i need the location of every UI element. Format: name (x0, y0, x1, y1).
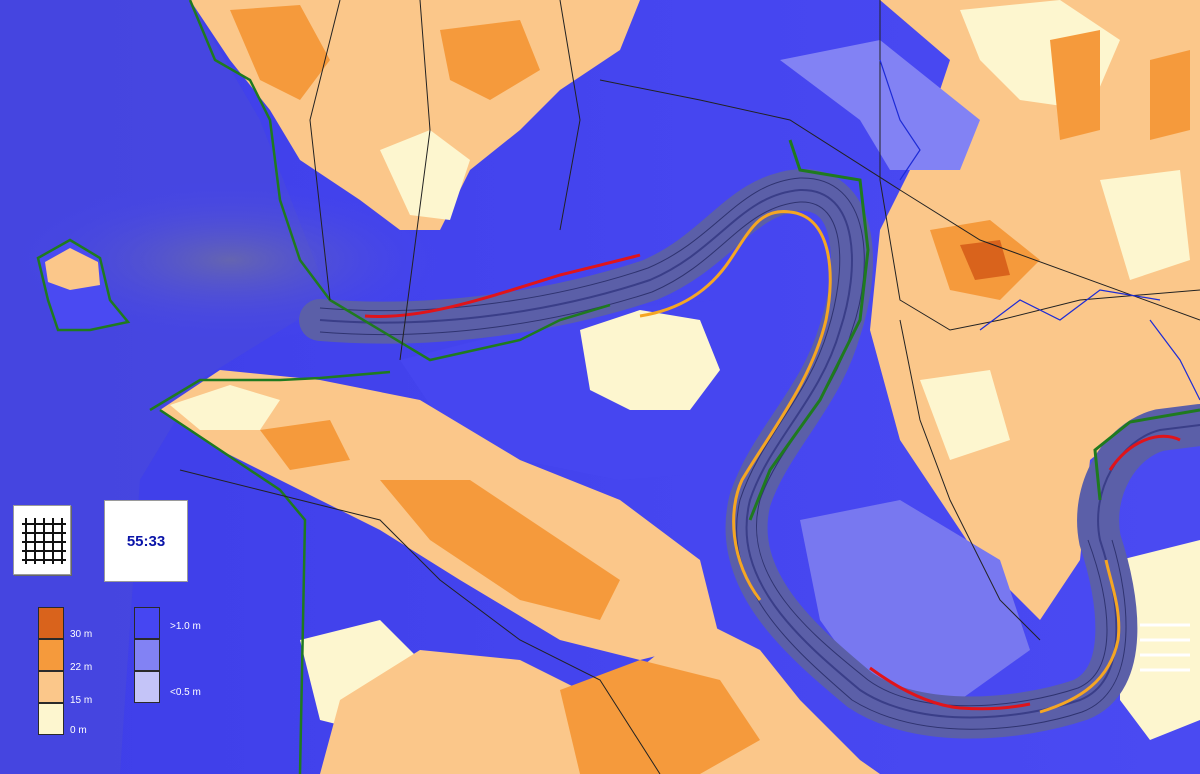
levee-green-east (748, 139, 1200, 521)
legend-label-22m: 22 m (70, 662, 93, 673)
legend-label-0m: 0 m (70, 725, 87, 736)
dry-island-center (580, 310, 720, 410)
timer-value: 55:33 (126, 532, 166, 550)
levee-north-red (364, 253, 641, 318)
legend-label-depth-low: <0.5 m (170, 687, 201, 698)
road-network (179, 0, 1200, 774)
island-west-land (45, 248, 100, 290)
legend-swatch-depth-high (134, 607, 160, 639)
legend-swatch-15m (38, 671, 64, 703)
levee-south-orange (1039, 559, 1121, 714)
land-northwest-high (230, 5, 540, 100)
land-northeast-high (930, 30, 1190, 300)
levee-orange-inner (639, 210, 832, 601)
levee-south-red (869, 666, 1031, 711)
grid-toggle-button[interactable] (13, 505, 71, 575)
legend-label-15m: 15 m (70, 695, 93, 706)
legend-swatch-30m (38, 607, 64, 639)
legend-swatch-depth-low (134, 671, 160, 703)
land-northeast-low (920, 0, 1190, 460)
land-southwest-high (260, 420, 620, 620)
legend-swatch-0m (38, 703, 64, 735)
river-channel-line-a (319, 201, 1127, 730)
legend-swatch-22m (38, 639, 64, 671)
estuary-plume (10, 180, 450, 340)
simulation-timer: 55:33 (104, 500, 188, 582)
legend-label-30m: 30 m (70, 629, 93, 640)
legend-label-depth-high: >1.0 m (170, 621, 201, 632)
land-southwest-low (170, 385, 440, 740)
grid-icon (22, 518, 66, 564)
floodplain-south (800, 500, 1030, 700)
river-channel-inner (319, 188, 1200, 719)
levee-east-red (1108, 434, 1181, 471)
coastline-green (149, 0, 611, 774)
elevation-legend: 30 m 22 m 15 m 0 m (38, 607, 108, 742)
harbour-basins (1140, 623, 1190, 672)
water-depth-legend: >1.0 m <0.5 m (134, 607, 244, 707)
land-northeast-peak (960, 240, 1010, 280)
land-south-high (560, 660, 760, 774)
streams (879, 59, 1200, 401)
land-northwest-low (380, 130, 470, 220)
legend-swatch-depth-mid (134, 639, 160, 671)
